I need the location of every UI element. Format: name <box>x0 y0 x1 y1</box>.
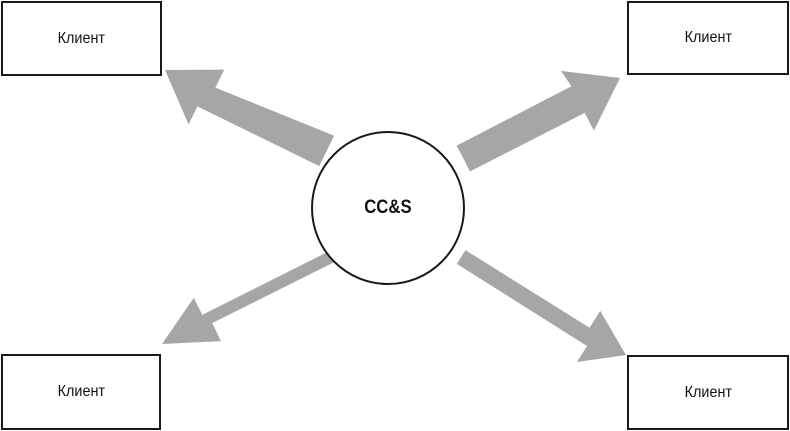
client-label: Клиент <box>684 29 732 46</box>
client-box-top-right: Клиент <box>627 1 789 75</box>
client-label: Клиент <box>57 383 105 400</box>
arrow-to-top-right-client <box>456 70 620 172</box>
client-box-bottom-right: Клиент <box>627 355 789 430</box>
client-box-top-left: Клиент <box>1 1 162 76</box>
arrow-to-top-left-client <box>165 69 335 167</box>
client-label: Клиент <box>684 383 732 401</box>
client-label: Клиент <box>57 29 106 47</box>
arrow-to-bottom-left-client <box>162 244 337 344</box>
hub-circle: CC&S <box>311 131 465 285</box>
hub-label: CC&S <box>364 197 412 218</box>
arrow-to-bottom-right-client <box>455 250 626 362</box>
client-box-bottom-left: Клиент <box>1 354 161 430</box>
